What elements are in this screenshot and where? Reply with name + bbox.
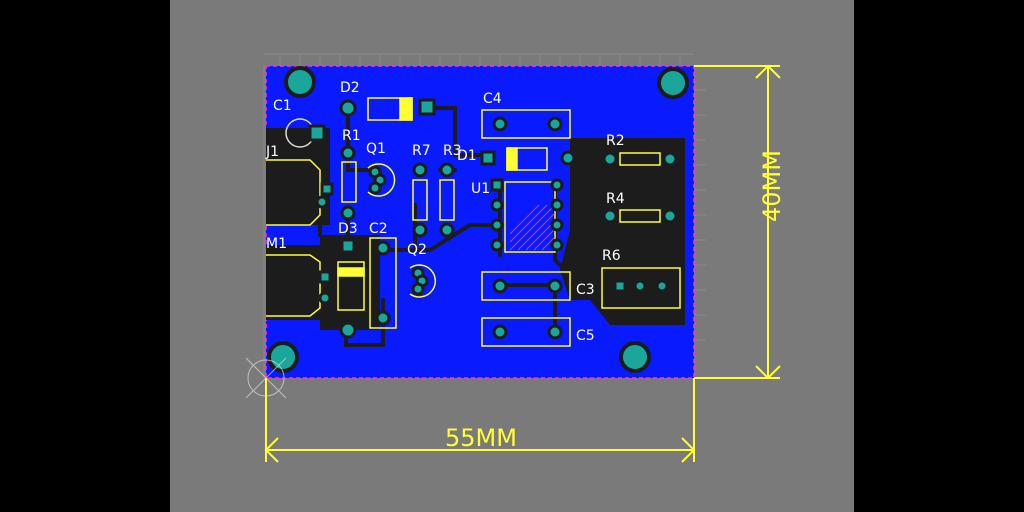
- r7-outline: [412, 179, 428, 221]
- label-r2: R2: [606, 133, 625, 149]
- silkscreen-outlines: [266, 97, 681, 347]
- label-c3: C3: [576, 282, 595, 298]
- r6-outline: [601, 267, 681, 309]
- label-j1: J1: [265, 144, 279, 160]
- r1-outline: [341, 161, 357, 203]
- m1-outline: [266, 254, 321, 317]
- pcb-layout-viewport[interactable]: D2 C1 R1 J1 Q1 R7 R3 D1 U1 C4 R2 R4 R6 D…: [170, 0, 854, 512]
- label-u1: U1: [471, 181, 490, 197]
- label-r7: R7: [412, 143, 431, 159]
- label-r3: R3: [443, 143, 462, 159]
- layout-grid: [263, 53, 706, 378]
- label-c2: C2: [369, 221, 388, 237]
- c4-outline: [481, 109, 571, 139]
- mount-hole-top-left: [284, 66, 316, 98]
- label-d1: D1: [457, 148, 477, 164]
- label-c1: C1: [273, 98, 292, 114]
- copper-clearance-regions: [266, 128, 685, 330]
- c5-outline: [481, 317, 571, 347]
- label-c4: C4: [483, 91, 502, 107]
- pcb-canvas[interactable]: D2 C1 R1 J1 Q1 R7 R3 D1 U1 C4 R2 R4 R6 D…: [170, 0, 854, 512]
- r4-outline: [619, 209, 661, 223]
- c2-outline: [369, 237, 397, 329]
- u1-outline: [504, 181, 556, 253]
- mounting-holes: [267, 66, 689, 373]
- label-q1: Q1: [366, 141, 386, 157]
- d3-outline: [337, 261, 365, 311]
- mount-hole-bottom-left: [267, 341, 299, 373]
- r2-outline: [619, 152, 661, 166]
- label-m1: M1: [266, 236, 287, 252]
- mount-hole-top-right: [657, 67, 689, 99]
- width-dimension-label: 55MM: [445, 424, 517, 452]
- label-r4: R4: [606, 191, 625, 207]
- u1-hatch: [509, 204, 556, 251]
- mount-hole-bottom-right: [619, 341, 651, 373]
- r3-outline: [439, 179, 455, 221]
- label-c5: C5: [576, 328, 595, 344]
- j1-outline: [266, 159, 321, 226]
- label-r6: R6: [602, 248, 621, 264]
- label-q2: Q2: [407, 242, 427, 258]
- label-d2: D2: [340, 80, 360, 96]
- label-d3: D3: [338, 221, 358, 237]
- c3-outline: [481, 271, 571, 301]
- height-dimension-label: 40MM: [758, 150, 786, 222]
- transistor-bodies: [367, 163, 437, 298]
- label-r1: R1: [342, 128, 361, 144]
- dimension-lines: [264, 64, 781, 463]
- pads: [308, 98, 678, 340]
